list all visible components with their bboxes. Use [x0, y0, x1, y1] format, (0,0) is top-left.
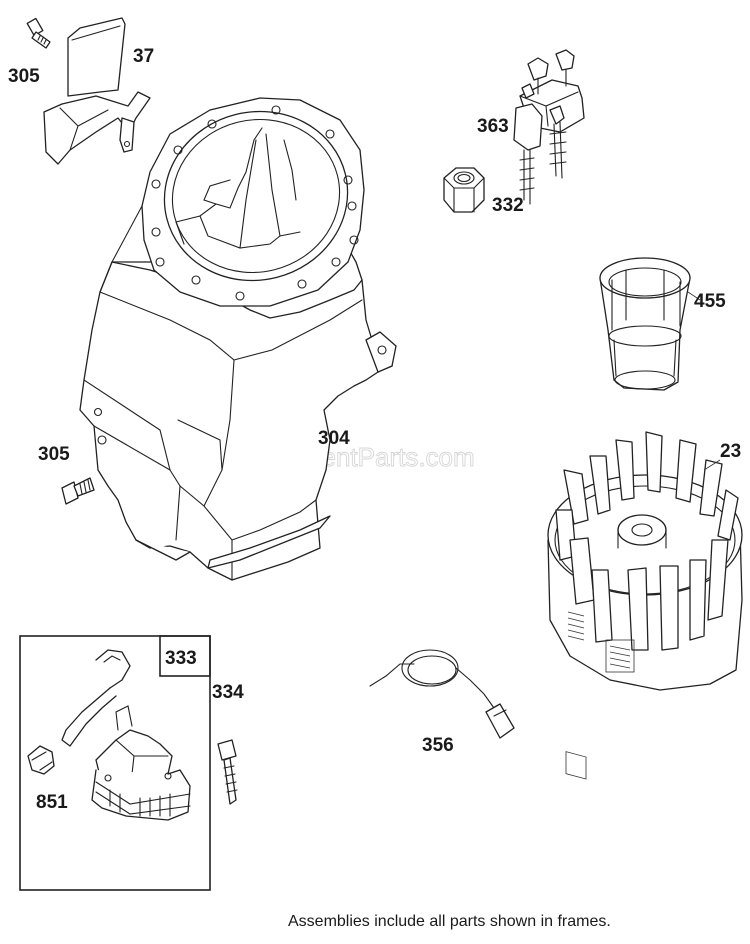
part-455-cup[interactable]: [599, 257, 691, 391]
callout-334: 334: [212, 682, 244, 703]
part-23-flywheel[interactable]: [547, 431, 743, 780]
part-363-bracket[interactable]: [513, 49, 585, 205]
callout-37: 37: [133, 46, 154, 67]
part-304-blower-housing[interactable]: [79, 92, 397, 581]
callout-851: 851: [36, 792, 68, 813]
part-334-screw[interactable]: [217, 739, 238, 805]
callout-455: 455: [694, 291, 726, 312]
part-37-shield[interactable]: [43, 17, 151, 165]
callout-332: 332: [492, 195, 524, 216]
callout-305-mid: 305: [38, 444, 70, 465]
callout-363: 363: [477, 116, 509, 137]
callout-356: 356: [422, 735, 454, 756]
part-333-armature[interactable]: [61, 649, 191, 821]
callout-305-top: 305: [8, 66, 40, 87]
frame-label-333: 333: [165, 648, 197, 669]
part-305-screw-top[interactable]: [26, 17, 51, 49]
frame-assembly-333: [19, 635, 211, 891]
footnote: Assemblies include all parts shown in fr…: [288, 913, 611, 930]
part-851-clip[interactable]: [27, 745, 55, 775]
part-305-screw-mid[interactable]: [61, 477, 95, 505]
callout-304: 304: [318, 428, 350, 449]
part-356-wire[interactable]: [369, 649, 515, 739]
callout-23: 23: [720, 441, 741, 462]
part-332-nut[interactable]: [443, 167, 485, 213]
